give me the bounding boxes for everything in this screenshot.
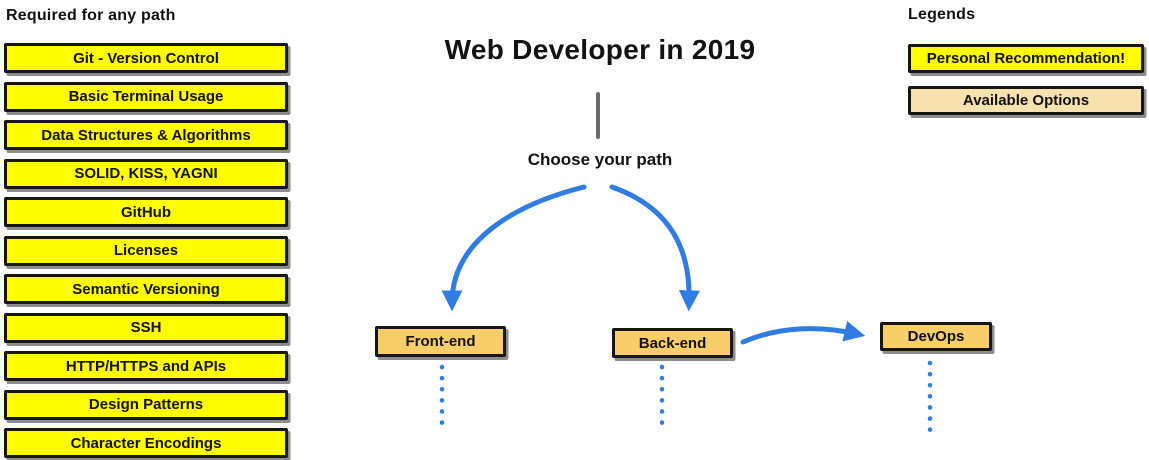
legend-box: Personal Recommendation! xyxy=(908,44,1144,73)
required-item-box: SOLID, KISS, YAGNI xyxy=(4,158,288,189)
required-item-label: GitHub xyxy=(121,203,171,221)
page-title: Web Developer in 2019 xyxy=(444,34,756,65)
required-item-label: SSH xyxy=(130,319,162,336)
stem-line xyxy=(596,92,600,139)
required-item-box: Design Patterns xyxy=(4,389,288,420)
path-node-label: Front-end xyxy=(405,333,476,350)
path-node-devops: DevOps xyxy=(880,322,992,351)
required-item-label: Semantic Versioning xyxy=(72,280,220,298)
choose-your-path-label: Choose your path xyxy=(527,150,673,169)
required-item-label: Character Encodings xyxy=(70,434,222,452)
required-item-box: GitHub xyxy=(4,197,288,227)
legend-box: Available Options xyxy=(908,86,1144,115)
required-section-header: Required for any path xyxy=(6,7,176,24)
required-item-box: Basic Terminal Usage xyxy=(4,81,288,112)
required-item-label: Data Structures & Algorithms xyxy=(41,126,251,144)
required-item-label: SOLID, KISS, YAGNI xyxy=(74,165,218,182)
arrow-to-backend xyxy=(609,184,700,312)
required-item-label: HTTP/HTTPS and APIs xyxy=(65,357,227,375)
legend-label: Personal Recommendation! xyxy=(926,50,1126,67)
required-item-box: SSH xyxy=(4,312,288,343)
required-item-box: Character Encodings xyxy=(4,428,288,458)
required-item-box: Data Structures & Algorithms xyxy=(4,120,288,150)
path-node-backend: Back-end xyxy=(612,328,733,358)
path-node-label: DevOps xyxy=(907,328,965,345)
path-node-label: Back-end xyxy=(638,334,707,352)
required-item-label: Basic Terminal Usage xyxy=(68,88,224,105)
legend-label: Available Options xyxy=(962,92,1090,109)
required-items-list: Git - Version Control Basic Terminal Usa… xyxy=(4,43,288,458)
required-item-box: Semantic Versioning xyxy=(4,274,288,304)
legends-list: Personal Recommendation! Available Optio… xyxy=(908,44,1144,115)
arrow-backend-to-devops xyxy=(740,320,866,345)
required-item-box: Licenses xyxy=(4,235,288,266)
required-item-label: Git - Version Control xyxy=(73,49,219,67)
required-item-label: Design Patterns xyxy=(88,396,204,413)
legends-section-header: Legends xyxy=(908,6,976,23)
arrow-to-frontend xyxy=(441,184,587,312)
required-item-box: Git - Version Control xyxy=(4,43,288,73)
required-item-box: HTTP/HTTPS and APIs xyxy=(4,351,288,381)
path-node-frontend: Front-end xyxy=(375,326,506,357)
required-item-label: Licenses xyxy=(113,242,179,259)
